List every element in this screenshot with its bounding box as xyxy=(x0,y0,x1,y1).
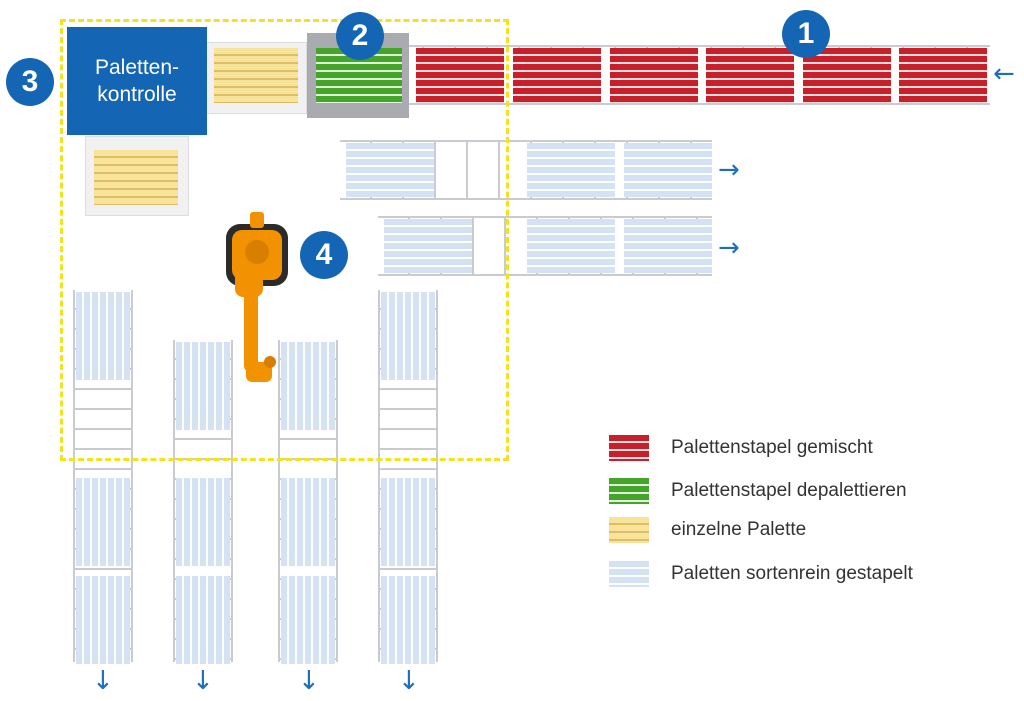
outfeed-arrow-lane-3-icon: ↓ xyxy=(298,666,320,696)
sorted-pallet-stack xyxy=(176,478,230,566)
outfeed-arrow-lane-1-icon: ↓ xyxy=(92,666,114,696)
sorted-pallet-stack xyxy=(381,478,435,566)
mixed-pallet-stack xyxy=(803,48,891,103)
sorted-pallet-stack xyxy=(176,576,230,664)
sorted-pallet-stack xyxy=(384,219,472,273)
legend-label: Paletten sortenrein gestapelt xyxy=(671,563,913,584)
sorted-pallet-stack xyxy=(76,292,130,380)
sorted-pallet-stack xyxy=(381,576,435,664)
robot-work-zone xyxy=(60,19,509,461)
legend-swatch-depal xyxy=(609,478,649,504)
badge-4: 4 xyxy=(300,231,348,279)
outfeed-arrow-lane-4-icon: ↓ xyxy=(398,666,420,696)
legend-swatch-single xyxy=(609,517,649,543)
pallet-control-station: Paletten- kontrolle xyxy=(67,27,207,135)
sorted-pallet-stack xyxy=(76,576,130,664)
mixed-pallet-stack xyxy=(899,48,987,103)
legend-swatch-mixed xyxy=(609,435,649,461)
outfeed-arrow-lower-icon: → xyxy=(718,233,740,263)
legend-item-depal: Palettenstapel depalettieren xyxy=(609,478,907,504)
sorted-pallet-stack xyxy=(281,342,335,430)
legend-item-single: einzelne Palette xyxy=(609,517,806,543)
legend-label: einzelne Palette xyxy=(671,519,807,540)
sorted-pallet-stack xyxy=(381,292,435,380)
badge-1: 1 xyxy=(782,10,830,58)
sorted-pallet-stack xyxy=(624,219,712,273)
single-pallet xyxy=(214,48,298,103)
legend-label: Palettenstapel gemischt xyxy=(671,437,873,458)
sorted-pallet-stack xyxy=(624,143,712,197)
sorted-pallet-stack xyxy=(527,143,615,197)
legend-swatch-sorted xyxy=(609,561,649,587)
sorted-pallet-stack xyxy=(281,576,335,664)
robot-icon xyxy=(226,212,288,382)
mixed-pallet-stack xyxy=(706,48,794,103)
single-pallet xyxy=(94,150,178,205)
mixed-pallet-stack xyxy=(416,48,504,103)
badge-2: 2 xyxy=(336,12,384,60)
mixed-pallet-stack xyxy=(513,48,601,103)
outfeed-arrow-lane-2-icon: ↓ xyxy=(192,666,214,696)
outfeed-arrow-upper-icon: → xyxy=(718,155,740,185)
sorted-pallet-stack xyxy=(176,342,230,430)
badge-3: 3 xyxy=(6,58,54,106)
sorted-pallet-stack xyxy=(281,478,335,566)
sorted-pallet-stack xyxy=(346,143,434,197)
sorted-pallet-stack xyxy=(76,478,130,566)
sorted-pallet-stack xyxy=(527,219,615,273)
legend-item-sorted: Paletten sortenrein gestapelt xyxy=(609,561,913,587)
legend-item-mixed: Palettenstapel gemischt xyxy=(609,435,873,461)
infeed-arrow-icon: ← xyxy=(993,59,1015,89)
mixed-pallet-stack xyxy=(610,48,698,103)
legend-label: Palettenstapel depalettieren xyxy=(671,480,907,501)
